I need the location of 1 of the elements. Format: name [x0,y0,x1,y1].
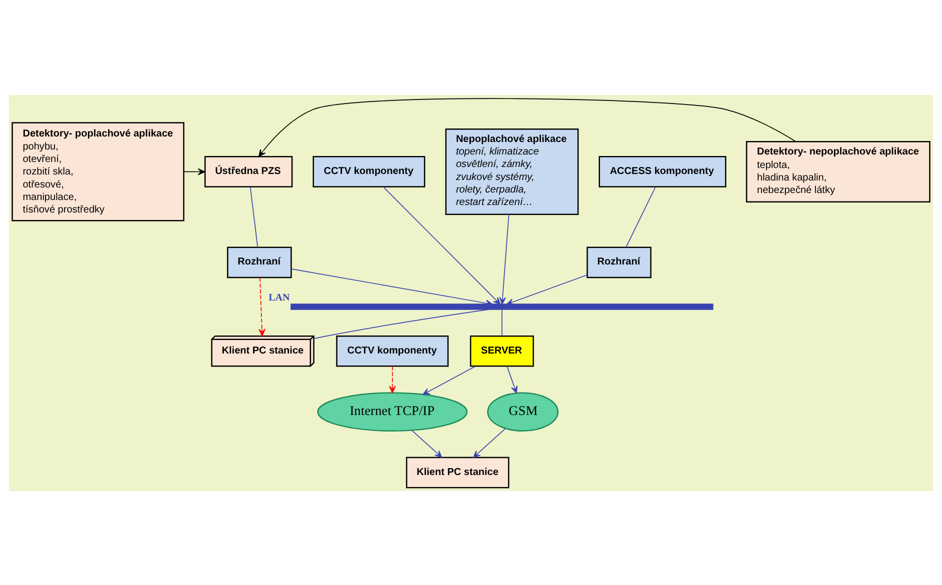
node-label: LAN [268,292,290,304]
